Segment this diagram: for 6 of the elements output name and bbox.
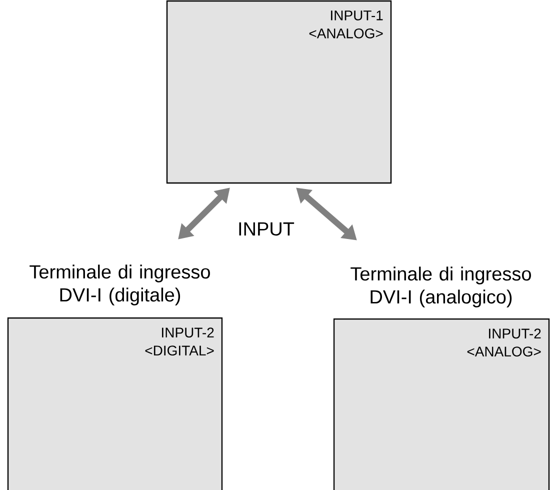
terminal-heading: Terminale di ingresso DVI-I (analogico) [350, 266, 531, 308]
input-label: INPUT [239, 222, 294, 236]
screen-label: INPUT-1 <ANALOG> [309, 10, 383, 38]
terminal-heading: Terminale di ingresso DVI-I (digitale) [30, 264, 210, 306]
screen-label: INPUT-2 <DIGITAL> [145, 328, 214, 356]
screen-label: INPUT-2 <ANALOG> [467, 328, 541, 357]
